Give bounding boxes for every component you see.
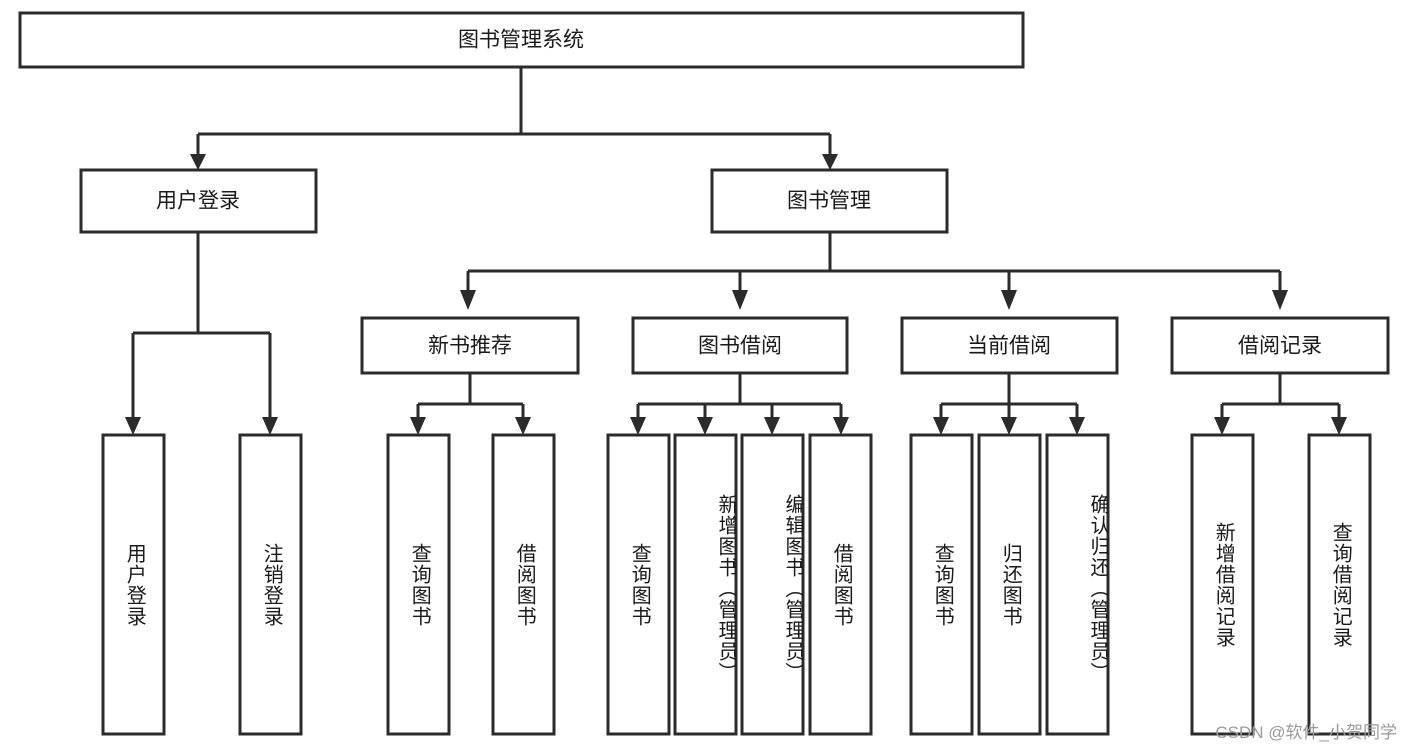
arrowhead-leaf-borrow-book-2 [833,417,849,435]
arrowhead-leaf-add-record [1214,417,1230,435]
arrowhead-leaf-return-book [1001,417,1017,435]
node-leaf-borrow-book-2[interactable] [808,433,873,736]
node-leaf-query-book-2-label: 查询图书 [628,542,651,627]
node-leaf-edit-book-label: 编辑图书（管理员） [782,494,803,683]
arrowhead-leaf-confirm-return [1069,417,1085,435]
arrowhead-leaf-edit-book [764,417,780,435]
connector-group-new-book-recommend [410,373,531,435]
node-leaf-borrow-book-1[interactable] [491,433,556,736]
node-leaf-query-book-1[interactable] [386,433,451,736]
node-borrow-record[interactable] [1170,316,1390,375]
node-leaf-query-book-3[interactable] [909,433,974,736]
node-leaf-query-record[interactable] [1307,433,1372,736]
node-leaf-query-book-3-label: 查询图书 [931,542,954,627]
node-book-management[interactable] [710,168,949,234]
connector-group-current-borrow [933,373,1085,435]
node-root[interactable] [18,11,1025,69]
arrowhead-leaf-query-book-1 [410,417,426,435]
node-leaf-user-login-label: 用户登录 [123,542,146,627]
node-leaf-user-login[interactable] [101,433,166,736]
node-leaf-logout-login-label: 注销登录 [260,542,283,627]
connector-group-root [190,67,838,170]
connector-group-borrow-record [1214,373,1347,435]
node-book-management-label: 图书管理 [787,190,871,213]
node-leaf-add-book-label: 新增图书（管理员） [715,494,736,683]
node-leaf-add-record-label: 新增借阅记录 [1212,521,1235,648]
arrowhead-leaf-query-record [1331,417,1347,435]
arrowhead-leaf-add-book [697,417,713,435]
arrowhead-borrow-record [1272,290,1288,310]
node-leaf-query-book-2[interactable] [606,433,671,736]
arrowhead-book-management [822,154,838,170]
node-leaf-return-book[interactable] [977,433,1042,736]
arrowhead-book-borrow [732,290,748,310]
node-leaf-confirm-return-label: 确认归还（管理员） [1087,494,1108,683]
node-leaf-logout-login[interactable] [238,433,303,736]
node-book-borrow-label: 图书借阅 [698,335,782,358]
node-leaf-borrow-book-1-label: 借阅图书 [513,542,536,627]
csdn-watermark: CSDN @软件_小贺同学 [1215,723,1397,742]
node-leaf-borrow-book-2-label: 借阅图书 [830,542,853,627]
arrowhead-leaf-user-login [125,417,141,435]
arrowhead-leaf-borrow-book-1 [515,417,531,435]
connector-group-book-borrow [630,373,849,435]
node-leaf-add-record[interactable] [1190,433,1255,736]
node-leaf-edit-book[interactable] [740,433,805,736]
node-new-book-recommend[interactable] [360,316,580,375]
connector-group-user-login [125,232,278,435]
arrowhead-current-borrow [1001,290,1017,310]
arrowhead-leaf-logout-login [262,417,278,435]
arrowhead-leaf-query-book-2 [630,417,646,435]
node-current-borrow[interactable] [900,316,1119,375]
node-leaf-confirm-return[interactable] [1045,433,1110,736]
node-user-login-label: 用户登录 [156,190,240,213]
node-leaf-return-book-label: 归还图书 [999,542,1022,627]
arrowhead-leaf-query-book-3 [933,417,949,435]
node-current-borrow-label: 当前借阅 [967,335,1051,358]
node-leaf-add-book[interactable] [673,433,738,736]
arrowhead-user-login [190,154,206,170]
node-new-book-recommend-label: 新书推荐 [428,335,512,358]
node-root-label: 图书管理系统 [458,29,584,52]
node-borrow-record-label: 借阅记录 [1238,335,1322,358]
node-leaf-query-book-1-label: 查询图书 [408,542,431,627]
node-leaf-query-record-label: 查询借阅记录 [1329,521,1352,648]
connector-group-book-management [460,232,1288,310]
node-user-login[interactable] [79,168,318,234]
node-book-borrow[interactable] [631,316,849,375]
arrowhead-new-book-recommend [460,290,476,310]
